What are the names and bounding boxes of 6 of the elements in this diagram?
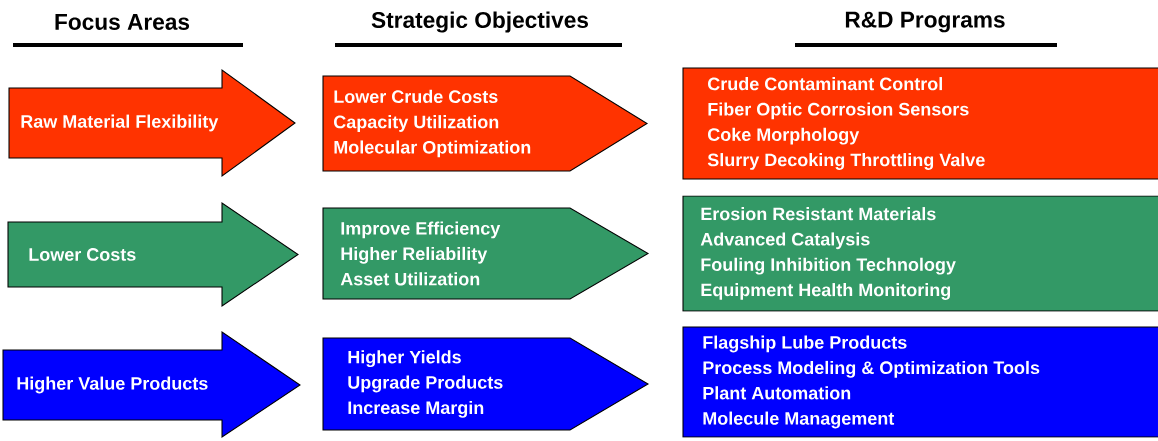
program-box: Crude Contaminant Control Fiber Optic Corrosion Sensors Coke Morphology Slurry Decoking Throttling Valve [682, 67, 1158, 180]
column-heading: Strategic Objectives [371, 11, 588, 33]
program-box: Flagship Lube Products Process Modeling & Optimization Tools Plant Automation Molecule Management [682, 326, 1158, 438]
column-heading: R&D Programs [845, 11, 1005, 33]
program-box: Erosion Resistant Materials Advanced Catalysis Fouling Inhibition Technology Equipment Health Monitoring [682, 195, 1158, 312]
column-heading: Focus Areas [55, 14, 190, 30]
